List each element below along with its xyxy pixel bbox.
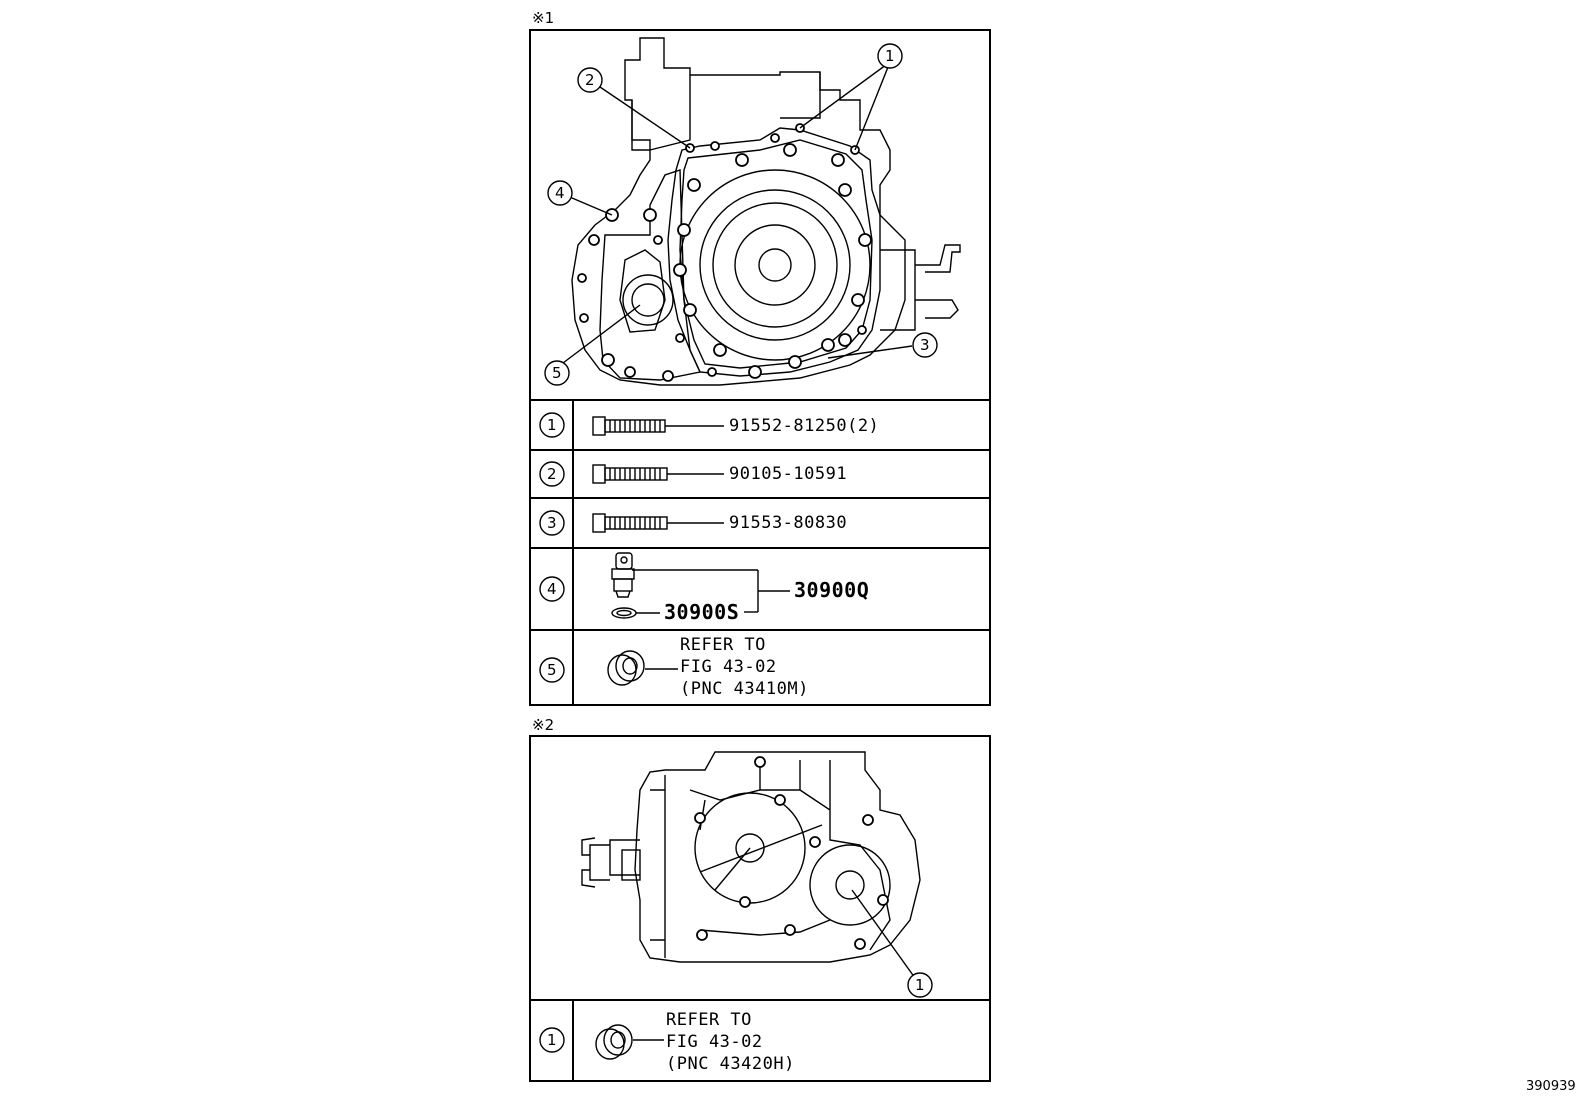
part-number-30900s[interactable]: 30900S: [664, 600, 740, 624]
callout-2: 2: [585, 71, 595, 89]
callout-5: 5: [552, 364, 562, 382]
row-num-4: 4: [547, 580, 557, 598]
callout-4: 4: [555, 184, 565, 202]
row-num-5: 5: [547, 661, 557, 679]
callout-s2-1: 1: [915, 976, 925, 994]
callout-1: 1: [885, 47, 895, 65]
transaxle-front-view: [544, 37, 961, 386]
refer-to-line-s2: REFER TO: [666, 1010, 752, 1030]
row-num-1: 1: [547, 416, 557, 434]
refer-pnc-line-s2[interactable]: (PNC 43420H): [666, 1054, 795, 1074]
oil-seal-icon-2: [595, 1024, 664, 1060]
section1-label: ※1: [532, 9, 555, 27]
row-num-s2-1: 1: [547, 1031, 557, 1049]
row-num-2: 2: [547, 465, 557, 483]
transaxle-rear-view: [581, 751, 921, 986]
section2-frame: [529, 735, 991, 1082]
part-number-91552-81250[interactable]: 91552-81250(2): [729, 416, 880, 436]
section1-frame: [529, 29, 991, 706]
bolt-91553-80830-icon: [592, 513, 724, 533]
refer-fig-line[interactable]: FIG 43-02: [680, 657, 777, 677]
o-ring-icon: [611, 607, 660, 619]
refer-to-line: REFER TO: [680, 635, 766, 655]
part-number-91553-80830[interactable]: 91553-80830: [729, 513, 848, 533]
part-number-30900q[interactable]: 30900Q: [794, 578, 870, 602]
callout-3: 3: [920, 336, 930, 354]
speed-sensor-icon: [611, 552, 790, 613]
part-number-90105-10591[interactable]: 90105-10591: [729, 464, 848, 484]
refer-pnc-line[interactable]: (PNC 43410M): [680, 679, 809, 699]
row-num-3: 3: [547, 514, 557, 532]
figure-code: 390939: [1526, 1079, 1576, 1094]
bolt-90105-10591-icon: [592, 464, 724, 484]
bolt-91552-81250-icon: [592, 416, 724, 436]
oil-seal-icon: [607, 650, 678, 686]
section2-label: ※2: [532, 716, 555, 734]
refer-fig-line-s2[interactable]: FIG 43-02: [666, 1032, 763, 1052]
